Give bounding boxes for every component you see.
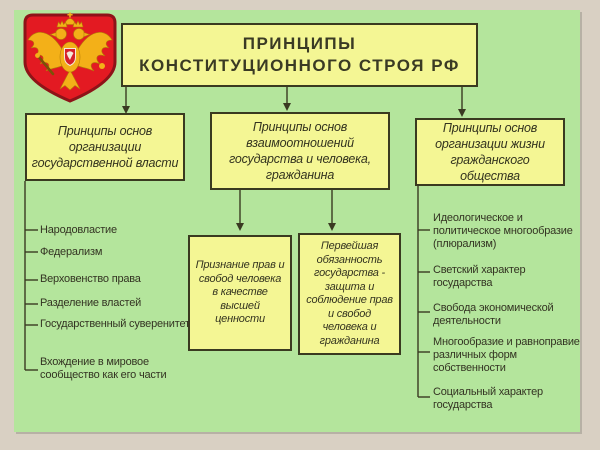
list-item: Многообразие и равноправие различных фор… (433, 336, 580, 374)
rider (66, 51, 74, 60)
middle-box-rights-recognition: Признание прав и свобод человека в качес… (188, 235, 292, 351)
branch-header-civil-society: Принципы основ организации жизни граждан… (415, 118, 565, 186)
title-line-1: ПРИНЦИПЫ (242, 34, 357, 53)
list-item: Вхождение в мировое сообщество как его ч… (40, 356, 167, 381)
branch-header-state-person-relations: Принципы основ взаимоотношений государст… (210, 112, 390, 190)
russia-coat-of-arms-icon (23, 12, 117, 103)
list-item: Свобода экономической деятельности (433, 302, 554, 327)
list-item: Верховенство права (40, 273, 141, 285)
list-item: Разделение властей (40, 297, 142, 309)
middle-box-state-duty: Первейшая обязанность государства - защи… (298, 233, 401, 355)
list-item: Государственный суверенитет (40, 318, 190, 330)
list-item: Светский характер государства (433, 264, 526, 289)
double-headed-eagle (27, 12, 113, 91)
list-item: Социальный характер государства (433, 386, 543, 411)
diagram-title: ПРИНЦИПЫ КОНСТИТУЦИОННОГО СТРОЯ РФ (121, 23, 478, 87)
title-line-2: КОНСТИТУЦИОННОГО СТРОЯ РФ (139, 56, 460, 75)
list-item: Федерализм (40, 246, 103, 258)
branch-header-state-power: Принципы основ организации государственн… (25, 113, 185, 181)
list-item: Идеологическое и политическое многообраз… (433, 212, 573, 250)
list-item: Народовластие (40, 224, 117, 236)
